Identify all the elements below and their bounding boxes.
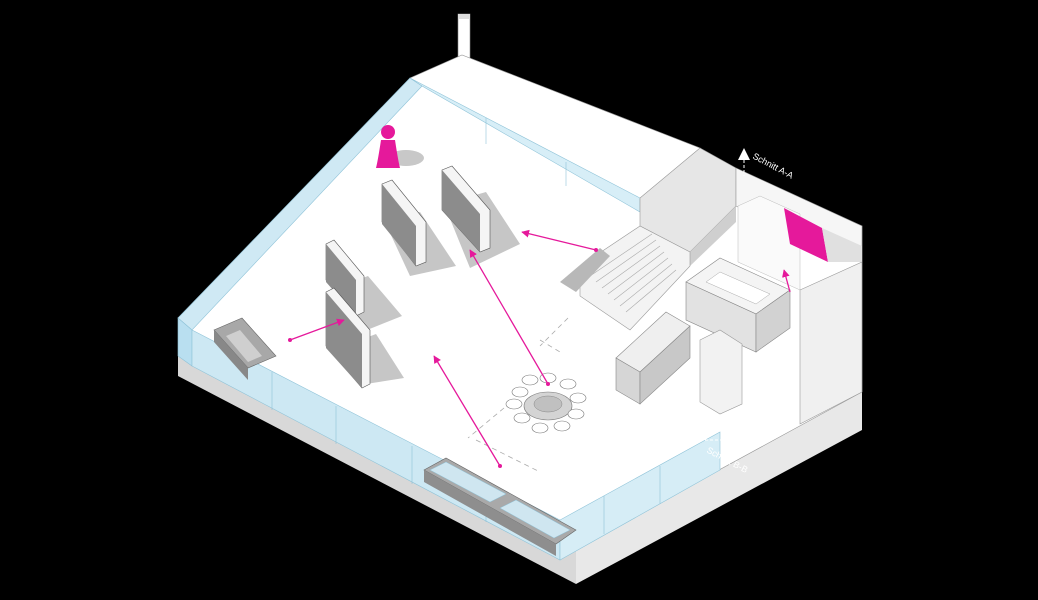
back-room xyxy=(735,167,863,425)
glass-wall-right xyxy=(559,431,721,561)
person-figure-icon xyxy=(376,125,424,168)
kitchen-counter xyxy=(615,311,743,415)
view-direction-arrow-icon xyxy=(433,355,501,467)
circulation-lines xyxy=(467,317,569,473)
chairs xyxy=(505,372,587,434)
elevator-cube xyxy=(685,257,791,353)
sofa-left xyxy=(213,317,277,380)
view-direction-arrow-icon xyxy=(289,318,345,341)
section-cut-marker-icon xyxy=(760,434,770,446)
view-arrows xyxy=(288,229,791,468)
bench-bottom xyxy=(423,457,577,556)
section-cut-marker-icon xyxy=(738,148,750,160)
stair-core xyxy=(560,147,737,331)
round-table xyxy=(505,372,587,434)
view-direction-arrow-icon xyxy=(469,249,549,385)
view-direction-arrow-icon xyxy=(782,269,791,293)
chimney xyxy=(457,13,471,61)
stair-treads xyxy=(589,233,677,313)
view-direction-arrow-icon xyxy=(521,229,597,251)
exhibition-panels xyxy=(325,165,520,389)
